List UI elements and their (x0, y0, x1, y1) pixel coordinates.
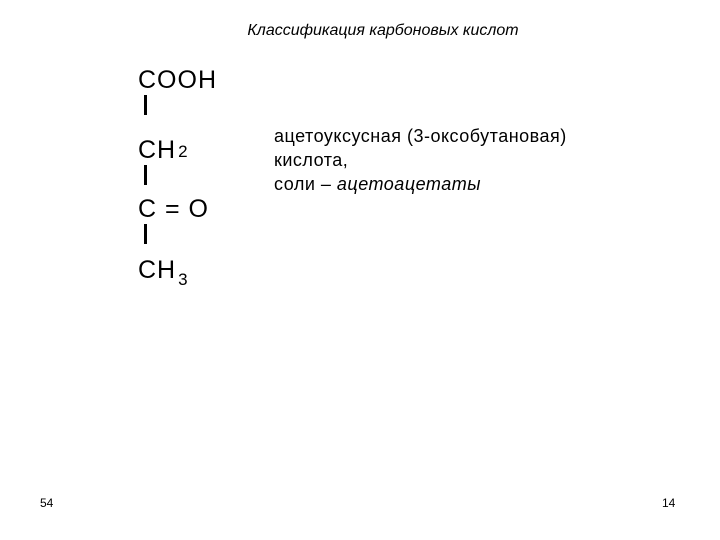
description-line-2: кислота, (274, 150, 349, 170)
footer-page-number-right: 14 (662, 496, 676, 510)
formula-ch2-main: CH (138, 136, 177, 164)
slide-title: Классификация карбоновых кислот (247, 22, 519, 39)
formula-cooh: COOH (138, 66, 217, 94)
footer-page-number-left: 54 (40, 496, 54, 510)
bond-line-2 (144, 165, 147, 185)
bond-line-3 (144, 224, 147, 244)
compound-description: ацетоуксусная (3-оксобутановая) кислота,… (274, 124, 567, 196)
description-line-1: ацетоуксусная (3-оксобутановая) (274, 126, 567, 146)
description-line-3: соли – ацетоацетаты (274, 172, 567, 196)
formula-ch2-subscript: 2 (178, 142, 189, 161)
description-salts-name: ацетоацетаты (336, 174, 481, 194)
description-salts-prefix: соли – (274, 174, 337, 194)
formula-carbonyl: C = O (138, 195, 209, 223)
formula-ch3-main: CH (138, 256, 177, 284)
bond-line-1 (144, 95, 147, 115)
formula-ch3-subscript: 3 (178, 270, 189, 289)
